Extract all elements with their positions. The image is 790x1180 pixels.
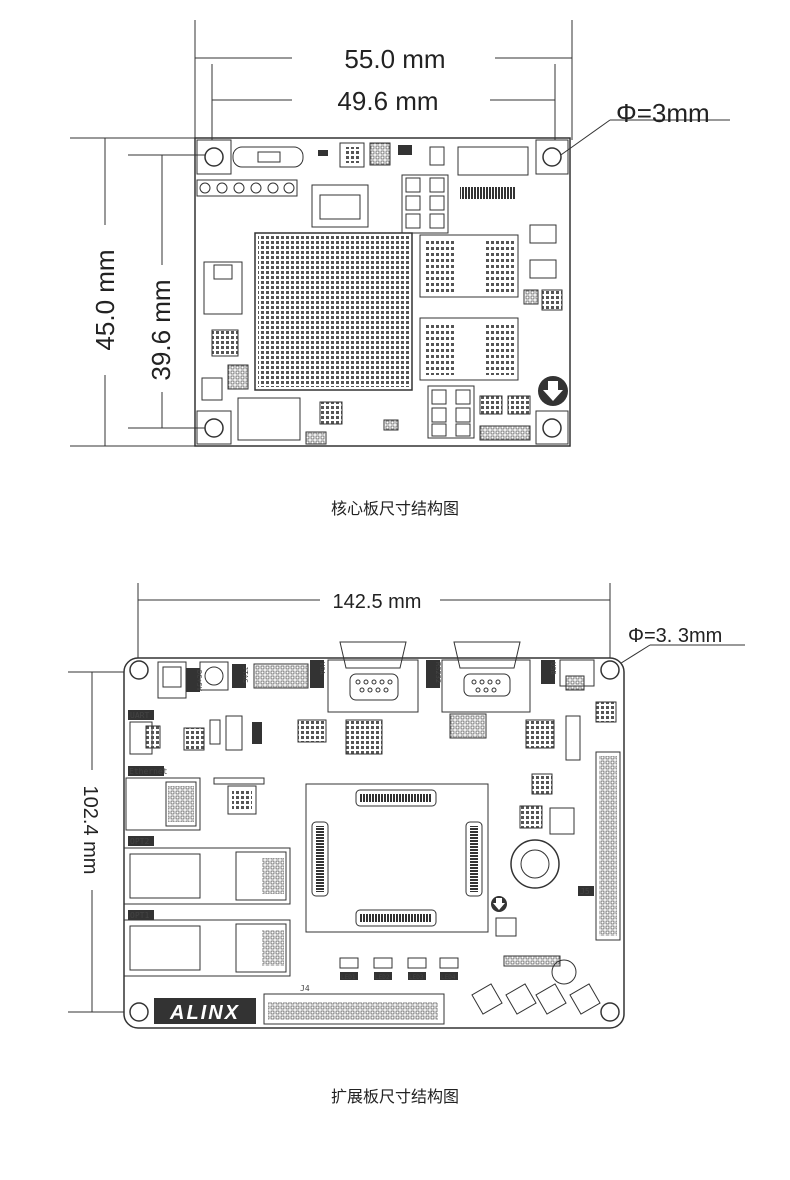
- silk-uart-label: UART: [130, 711, 149, 720]
- core-board-drawing: 55.0 mm 49.6 mm 45.0 mm 39.6 mm Φ=3mm: [70, 20, 730, 447]
- silk-led4-label: LED4: [441, 974, 456, 981]
- core-height-outer-label: 45.0 mm: [90, 249, 120, 350]
- core-hole-diameter-label: Φ=3mm: [616, 98, 710, 128]
- silk-j5-label: J5: [580, 887, 590, 896]
- silk-opt2-label: OPT2: [130, 837, 149, 846]
- silk-dcin-label: DC+5V: [195, 670, 203, 692]
- core-mounting-hole: [196, 139, 232, 175]
- ddr-chip: [419, 234, 519, 298]
- expansion-hole-diameter-label: Φ=3. 3mm: [628, 625, 722, 647]
- alinx-logo: [154, 998, 256, 1024]
- silk-opt1-label: OPT1: [130, 911, 149, 920]
- core-width-inner-label: 49.6 mm: [337, 86, 438, 116]
- silk-ethernet-label: Ethernet: [129, 767, 168, 776]
- expansion-width-label: 142.5 mm: [333, 591, 422, 613]
- alinx-logo-text: ALINX: [169, 1002, 240, 1024]
- core-board-socket: [305, 783, 489, 933]
- core-height-inner-label: 39.6 mm: [146, 279, 176, 380]
- expansion-mounting-hole: [600, 1002, 620, 1022]
- core-mounting-hole: [196, 410, 232, 445]
- silk-j4-label: J4: [300, 984, 310, 993]
- silk-jtag-label: JTAG: [241, 666, 249, 683]
- fpga-bga-chip: [254, 232, 413, 391]
- expansion-mounting-hole: [129, 660, 149, 680]
- expansion-height-label: 102.4 mm: [79, 786, 101, 875]
- silk-led2-label: LED2: [375, 974, 390, 981]
- ddr-chip: [419, 317, 519, 381]
- silk-rs232-label: RS232: [434, 662, 442, 683]
- silk-usb-label: USB: [549, 662, 557, 675]
- core-mounting-hole: [535, 410, 569, 445]
- expansion-mounting-hole: [129, 1002, 149, 1022]
- core-width-outer-label: 55.0 mm: [344, 44, 445, 74]
- core-mounting-hole: [535, 139, 569, 175]
- silk-vga-label: VGA: [318, 662, 326, 675]
- silk-led1-label: LED1: [341, 974, 356, 981]
- down-arrow-icon: [491, 896, 507, 912]
- expansion-board-drawing: 142.5 mm 102.4 mm Φ=3. 3mm DC+5V JTAG VG…: [68, 583, 745, 1029]
- expansion-board-caption: 扩展板尺寸结构图: [330, 1087, 459, 1106]
- download-arrow-icon: [538, 376, 568, 406]
- silk-led3-label: LED3: [409, 974, 424, 981]
- core-board-caption: 核心板尺寸结构图: [330, 499, 459, 518]
- expansion-mounting-hole: [600, 660, 620, 680]
